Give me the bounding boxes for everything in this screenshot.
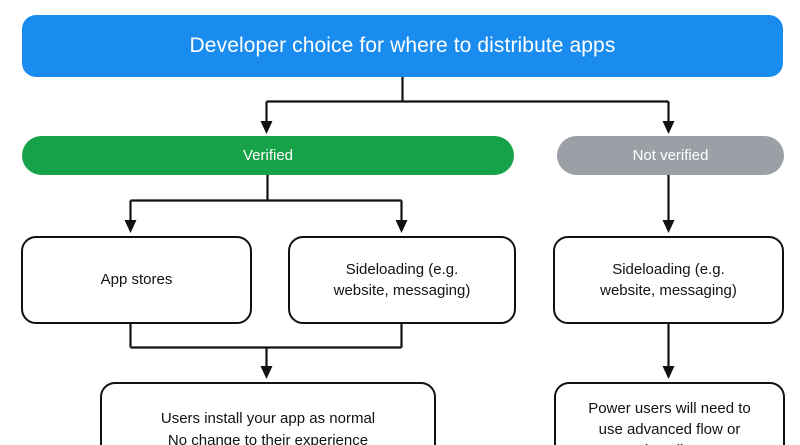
box-sideloading-verified-line-1: Sideloading (e.g. — [345, 260, 459, 278]
box-power-users-line-3: ADB to install your app — [566, 441, 773, 445]
arrowhead-to-users-install — [260, 366, 273, 379]
box-users-install-line-1: Users install your app as normal — [160, 410, 376, 428]
arrowhead-to-sideloading-not-verified — [662, 220, 675, 233]
connector-verified-split — [124, 175, 408, 233]
pill-verified-label: Verified — [242, 146, 294, 164]
box-power-users-advanced: Power users will need to use advanced fl… — [554, 382, 785, 445]
box-sideloading-verified-line-2: website, messaging) — [333, 282, 471, 299]
banner-title: Developer choice for where to distribute… — [189, 33, 616, 57]
arrowhead-to-app-stores — [124, 220, 137, 233]
connector-merge-to-users-install — [129, 324, 403, 379]
box-sideloading-not-verified-line-2: website, messaging) — [600, 282, 737, 299]
pill-not-verified: Not verified — [557, 136, 784, 175]
arrowhead-to-sideloading-verified — [395, 220, 408, 233]
box-power-users-line-2: use advanced flow or — [598, 420, 741, 438]
arrowhead-to-verified — [260, 121, 273, 134]
box-app-stores-line-1: App stores — [100, 271, 173, 289]
pill-verified: Verified — [22, 136, 514, 175]
box-power-users-text: Power users will need to use advanced fl… — [566, 399, 773, 445]
box-app-stores: App stores — [21, 236, 252, 324]
box-sideloading-verified-text: Sideloading (e.g. website, messaging) — [300, 260, 504, 300]
box-sideloading-verified: Sideloading (e.g. website, messaging) — [288, 236, 516, 324]
connector-not-verified-down — [662, 175, 675, 233]
box-sideloading-not-verified: Sideloading (e.g. website, messaging) — [553, 236, 784, 324]
arrowhead-to-not-verified — [662, 121, 675, 134]
box-sideloading-not-verified-text: Sideloading (e.g. website, messaging) — [565, 260, 772, 300]
box-sideloading-not-verified-line-1: Sideloading (e.g. — [612, 260, 725, 278]
connector-root-split — [260, 77, 675, 134]
pill-not-verified-label: Not verified — [632, 146, 709, 164]
box-users-install-line-2: No change to their experience — [167, 431, 369, 445]
box-users-install-text: Users install your app as normal No chan… — [112, 409, 424, 445]
box-power-users-line-1: Power users will need to — [588, 399, 751, 417]
box-users-install-normal: Users install your app as normal No chan… — [100, 382, 436, 445]
banner-developer-choice: Developer choice for where to distribute… — [22, 15, 783, 77]
connector-to-power-users — [662, 324, 675, 379]
arrowhead-to-power-users — [662, 366, 675, 379]
box-app-stores-text: App stores — [33, 270, 240, 289]
